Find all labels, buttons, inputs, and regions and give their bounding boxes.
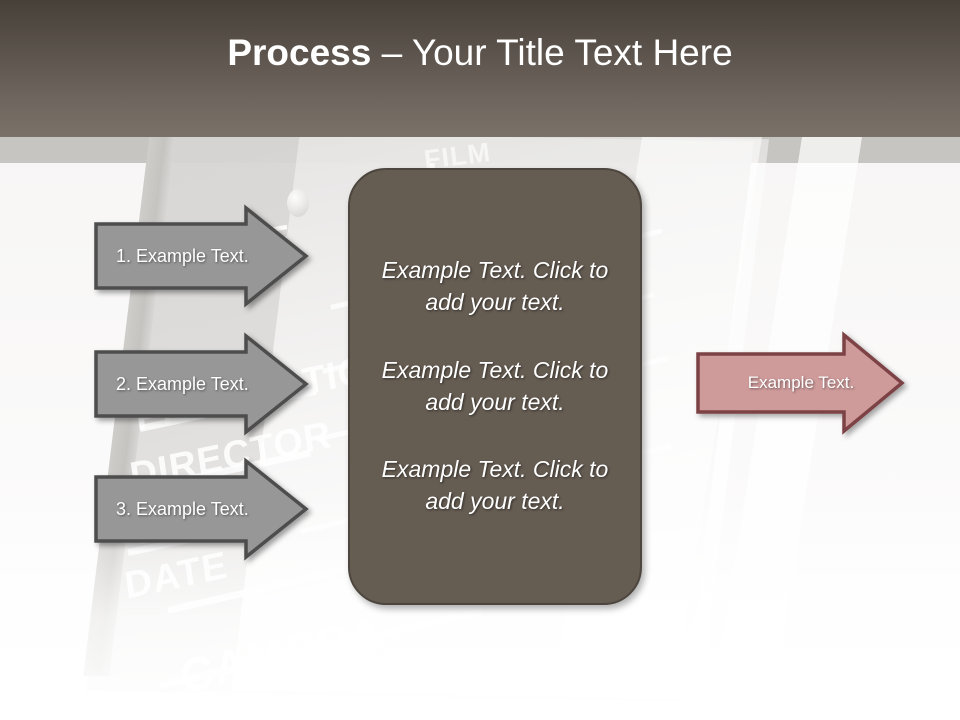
process-step-arrow-1[interactable]: 1. Example Text. xyxy=(94,204,309,308)
center-paragraph-2: Example Text. Click to add your text. xyxy=(381,356,609,415)
page-title-strong: Process xyxy=(227,32,372,73)
arrow-right-shape xyxy=(94,204,309,308)
process-step-arrow-2[interactable]: 2. Example Text. xyxy=(94,332,309,436)
arrow-right-shape xyxy=(94,332,309,436)
process-step-arrow-3[interactable]: 3. Example Text. xyxy=(94,457,309,561)
arrow-right-shape xyxy=(696,331,905,435)
slide-header: Process – Your Title Text Here xyxy=(0,0,960,137)
center-paragraph-1: Example Text. Click to add your text. xyxy=(381,257,609,316)
page-title: Process – Your Title Text Here xyxy=(227,34,732,71)
process-result-arrow[interactable]: Example Text. xyxy=(696,331,906,435)
arrow-right-shape xyxy=(94,457,309,561)
center-content-box[interactable]: Example Text. Click to add your text. Ex… xyxy=(348,168,642,605)
clapperboard-knob xyxy=(287,189,309,217)
center-paragraph-3: Example Text. Click to add your text. xyxy=(381,456,609,514)
page-title-rest: – Your Title Text Here xyxy=(371,32,733,73)
